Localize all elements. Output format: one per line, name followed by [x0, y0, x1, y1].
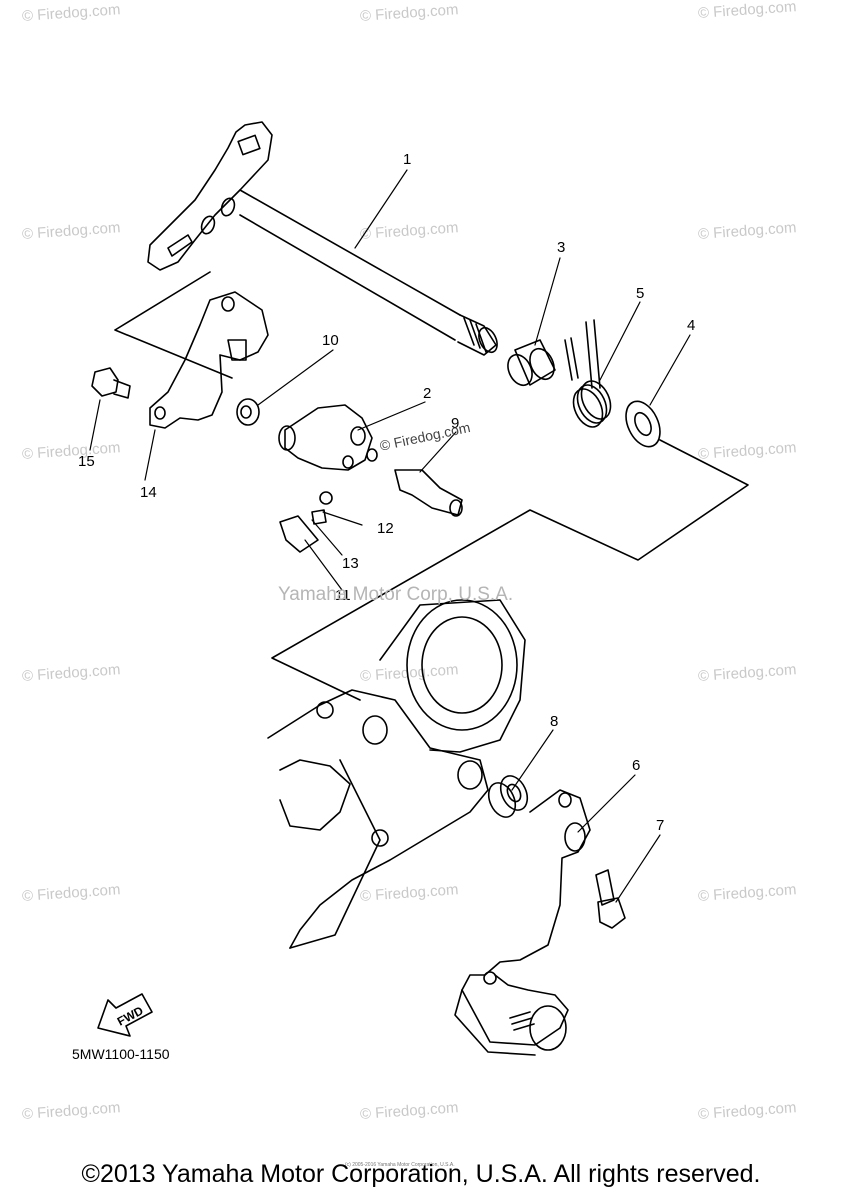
callout-15: 15 [78, 453, 95, 470]
washer-10-part [236, 398, 260, 426]
fine-print: (c) 2005-2016 Yamaha Motor Corporation, … [345, 1162, 455, 1168]
callout-9: 9 [451, 415, 459, 432]
callout-4: 4 [687, 317, 695, 334]
callout-6: 6 [632, 757, 640, 774]
callout-2: 2 [423, 385, 431, 402]
shift-pedal-part [454, 789, 591, 1056]
callout-10: 10 [322, 332, 339, 349]
fwd-arrow: FWD [97, 993, 153, 1037]
torsion-spring-part [564, 319, 612, 428]
callout-numbers: 1 2 3 4 5 6 7 8 9 10 11 12 13 14 15 [78, 151, 695, 834]
crankcase-part [267, 599, 526, 949]
assembly-outline [114, 271, 749, 701]
plate-part [149, 291, 269, 429]
figure-code: 5MW1100-1150 [72, 1046, 170, 1062]
callout-7: 7 [656, 817, 664, 834]
copyright-footer: ©2013 Yamaha Motor Corporation, U.S.A. A… [81, 1160, 761, 1188]
callout-12: 12 [377, 520, 394, 537]
stopper-parts [279, 491, 333, 553]
callout-11: 11 [335, 587, 351, 604]
callout-5: 5 [636, 285, 644, 302]
leader-lines [89, 169, 691, 903]
callout-3: 3 [557, 239, 565, 256]
shift-shaft-part [147, 121, 498, 356]
callout-14: 14 [140, 484, 157, 501]
callout-13: 13 [342, 555, 359, 572]
bolt-9-part [366, 448, 463, 517]
segment-part [278, 404, 373, 471]
center-watermark: Yamaha Motor Corp, U.S.A. [278, 584, 514, 605]
oil-seal-part [487, 775, 529, 818]
callout-1: 1 [403, 151, 411, 168]
washer-part [625, 400, 661, 448]
bolt-15-part [91, 367, 131, 399]
callout-8: 8 [550, 713, 558, 730]
bolt-7-part [595, 869, 626, 929]
collar-part [507, 339, 556, 387]
